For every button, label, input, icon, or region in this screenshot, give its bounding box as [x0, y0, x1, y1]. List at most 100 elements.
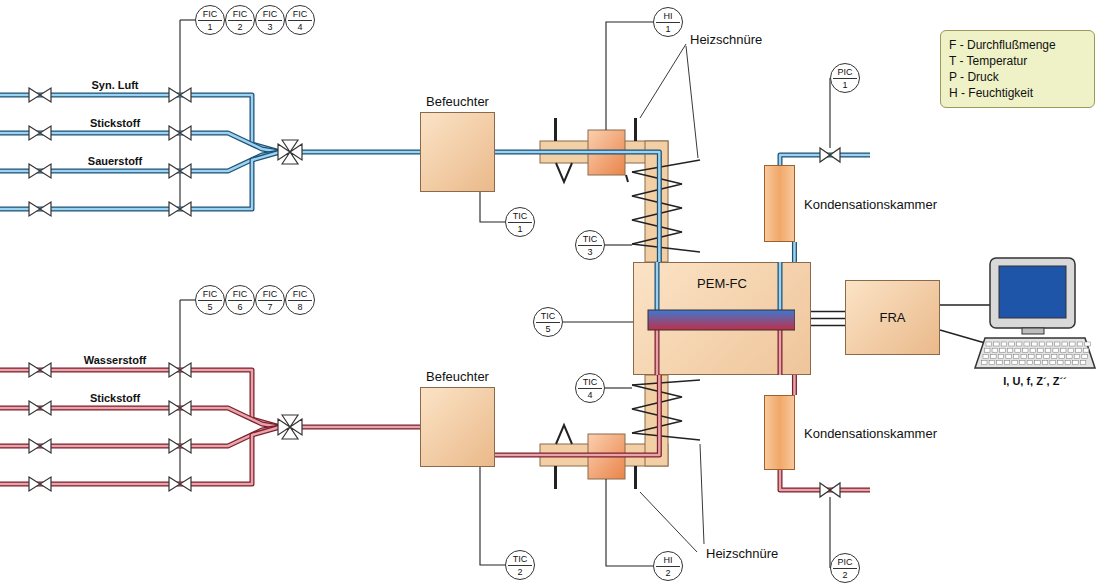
node-title: Kondensationskammer	[804, 196, 937, 211]
valve-symbol	[169, 202, 191, 216]
keyboard-key	[1083, 348, 1089, 352]
legend-entry: H - Feuchtigkeit	[949, 85, 1086, 101]
flange	[556, 425, 572, 444]
gas-pipe	[180, 408, 280, 427]
legend-entry: F - Durchflußmenge	[949, 37, 1086, 53]
keyboard-key	[1080, 361, 1086, 365]
keyboard-key	[1039, 342, 1045, 346]
gas-pipe	[778, 262, 783, 310]
keyboard-key	[1012, 361, 1018, 365]
divider-line	[288, 300, 312, 301]
instrument-circle: FIC8	[285, 285, 315, 315]
gas-pipe	[0, 445, 180, 448]
four-way-valve	[278, 415, 302, 439]
signal-line	[179, 300, 180, 484]
keyboard-key	[1023, 348, 1029, 352]
gas-pipe	[0, 93, 180, 98]
valve-symbol	[29, 363, 51, 377]
instrument-number: 7	[267, 302, 272, 312]
signal-line	[829, 78, 830, 148]
instrument-number: 8	[297, 302, 302, 312]
gas-pipe	[655, 330, 660, 375]
keyboard-key	[1085, 342, 1091, 346]
humidifier-box: Befeuchter	[420, 112, 495, 192]
keyboard-key	[991, 354, 997, 358]
gas-pipe	[0, 171, 180, 172]
instrument-number: 4	[587, 390, 592, 400]
valve-symbol	[29, 401, 51, 415]
gas-pipe	[180, 133, 280, 152]
instrument-number: 5	[207, 302, 212, 312]
keyboard-key	[1029, 354, 1035, 358]
gas-pipe	[655, 262, 660, 310]
four-way-valve	[278, 140, 302, 164]
keyboard-key	[1077, 342, 1083, 346]
valve-symbol	[29, 164, 51, 178]
divider-line	[833, 568, 857, 569]
instrument-number: 3	[587, 247, 592, 257]
valve-symbol	[169, 401, 191, 415]
gas-pipe	[180, 133, 280, 152]
keyboard-key	[1021, 354, 1027, 358]
gas-pipe	[180, 95, 280, 152]
keyboard-key	[997, 361, 1003, 365]
instrument-number: 2	[665, 568, 670, 578]
keyboard-key	[1020, 361, 1026, 365]
gas-pipe	[180, 152, 280, 209]
gas-pipe	[0, 368, 180, 373]
instrument-code: FIC	[293, 9, 308, 19]
keyboard-key	[1001, 342, 1007, 346]
gas-pipe	[792, 375, 797, 395]
flange	[554, 118, 557, 141]
sensor-line	[480, 192, 505, 222]
callout-label: Heizschnüre	[690, 32, 762, 47]
gas-pipe	[778, 330, 783, 375]
flange	[556, 163, 628, 182]
gas-pipe	[495, 152, 659, 262]
gas-pipe	[180, 370, 280, 427]
instrument-number: 6	[237, 302, 242, 312]
keyboard-key	[983, 354, 989, 358]
gas-pipe	[180, 408, 280, 427]
gas-pipe	[0, 132, 180, 135]
keyboard-key	[1062, 342, 1068, 346]
gas-pipe	[180, 427, 280, 484]
valve-symbol	[29, 439, 51, 453]
gas-pipe	[0, 444, 180, 449]
instrument-number: 1	[207, 22, 212, 32]
instrument-code: FIC	[233, 289, 248, 299]
instrument-code: PIC	[837, 67, 852, 77]
gas-pipe	[793, 242, 796, 262]
node-title: Befeuchter	[426, 94, 489, 109]
instrument-circle: TIC5	[533, 307, 563, 337]
instrument-code: FIC	[203, 289, 218, 299]
keyboard-key	[998, 354, 1004, 358]
divider-line	[198, 300, 222, 301]
instrument-circle: FIC4	[285, 5, 315, 35]
legend-entry: T - Temperatur	[949, 53, 1086, 69]
instrument-code: FIC	[233, 9, 248, 19]
keyboard-key	[989, 361, 995, 365]
signal-line	[686, 46, 698, 158]
gas-pipe	[0, 446, 180, 447]
gas-pipe	[0, 208, 180, 211]
keyboard	[975, 338, 1095, 368]
instrument-code: FIC	[263, 9, 278, 19]
keyboard-key	[1047, 342, 1053, 346]
instrument-circle: TIC4	[575, 373, 605, 403]
valve-symbol	[820, 483, 840, 497]
signal-line	[179, 20, 180, 209]
gas-pipe	[0, 94, 180, 97]
gas-pipe	[300, 150, 420, 155]
node-title: FRA	[880, 310, 906, 325]
membrane-electrode-assembly	[648, 310, 795, 330]
gas-pipe	[495, 152, 659, 262]
instrument-circle: TIC3	[575, 230, 605, 260]
keyboard-key	[1027, 361, 1033, 365]
instrument-circle: PIC1	[830, 63, 860, 93]
gas-pipe	[495, 152, 659, 262]
keyboard-key	[1016, 342, 1022, 346]
gas-name: Wasserstoff	[84, 354, 147, 366]
divider-line	[656, 566, 680, 567]
fuel-cell-box: PEM-FC	[633, 262, 811, 375]
